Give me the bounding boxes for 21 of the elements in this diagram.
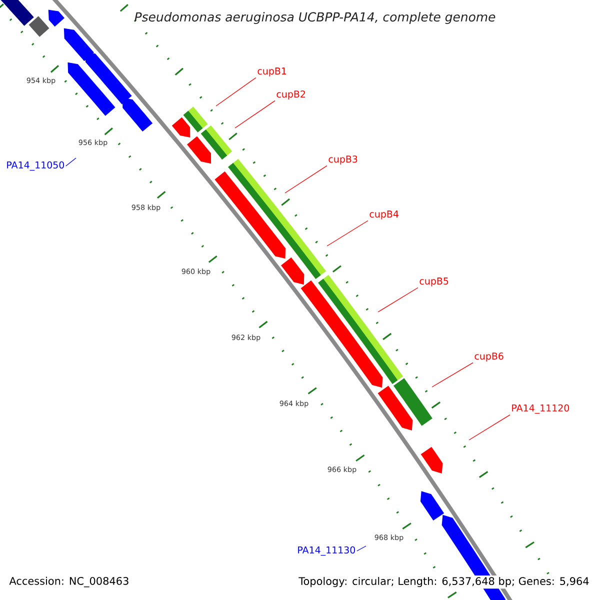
leader-line — [326, 220, 368, 246]
footer-text: Accession: NC_008463 — [9, 576, 128, 588]
gene-label: cupB5 — [420, 278, 448, 286]
gene-label: PA14_11130 — [298, 546, 356, 556]
gene-label: PA14_11050 — [7, 161, 64, 171]
footer-text: Topology: circular; Length: 6,537,648 bp; Genes: 5,964 — [297, 575, 591, 589]
title: Pseudomonas aeruginosa UCBPP-PA14, complete genome — [134, 12, 496, 24]
leader-line — [66, 158, 76, 166]
leader-line — [234, 100, 276, 128]
gene-label: cupB1 — [258, 68, 286, 76]
leader-line — [378, 287, 418, 312]
gene-label: cupB2 — [276, 90, 305, 100]
leader-line — [284, 165, 328, 194]
leader-line — [432, 362, 474, 388]
gene-label: cupB4 — [370, 210, 398, 220]
gene-label: cupB3 — [328, 156, 358, 164]
leader-line — [468, 414, 510, 440]
gene-label: cupB6 — [474, 352, 504, 362]
leader-line — [356, 546, 366, 552]
gene-label: PA14_11120 — [512, 404, 570, 414]
leader-line — [216, 77, 256, 106]
